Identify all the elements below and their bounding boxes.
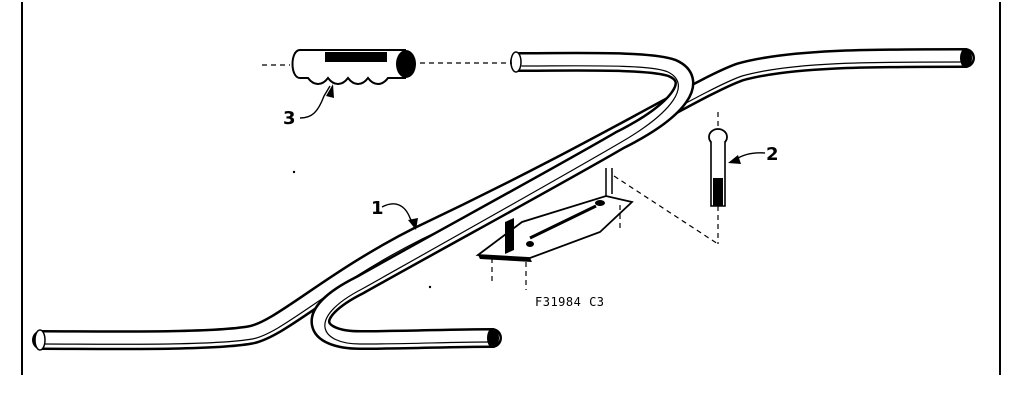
tube-end-left [34, 329, 46, 351]
callout-label-3: 3 [283, 108, 296, 129]
mounting-bracket [475, 168, 719, 290]
bolt [708, 112, 728, 207]
tube-end-right [960, 48, 972, 68]
callout-part-1: 1 [371, 198, 418, 230]
callout-label-2: 2 [766, 144, 779, 165]
grip-end-cap [396, 50, 416, 78]
figure-code: F31984 C3 [535, 295, 605, 309]
z-tube-end-lower [487, 328, 499, 348]
hand-grip [262, 49, 512, 85]
callout-label-1: 1 [371, 198, 384, 219]
z-bend-tube [310, 51, 695, 350]
z-tube-end-upper [510, 51, 522, 73]
callout-part-3: 3 [283, 84, 334, 129]
callout-part-2: 2 [728, 144, 779, 165]
